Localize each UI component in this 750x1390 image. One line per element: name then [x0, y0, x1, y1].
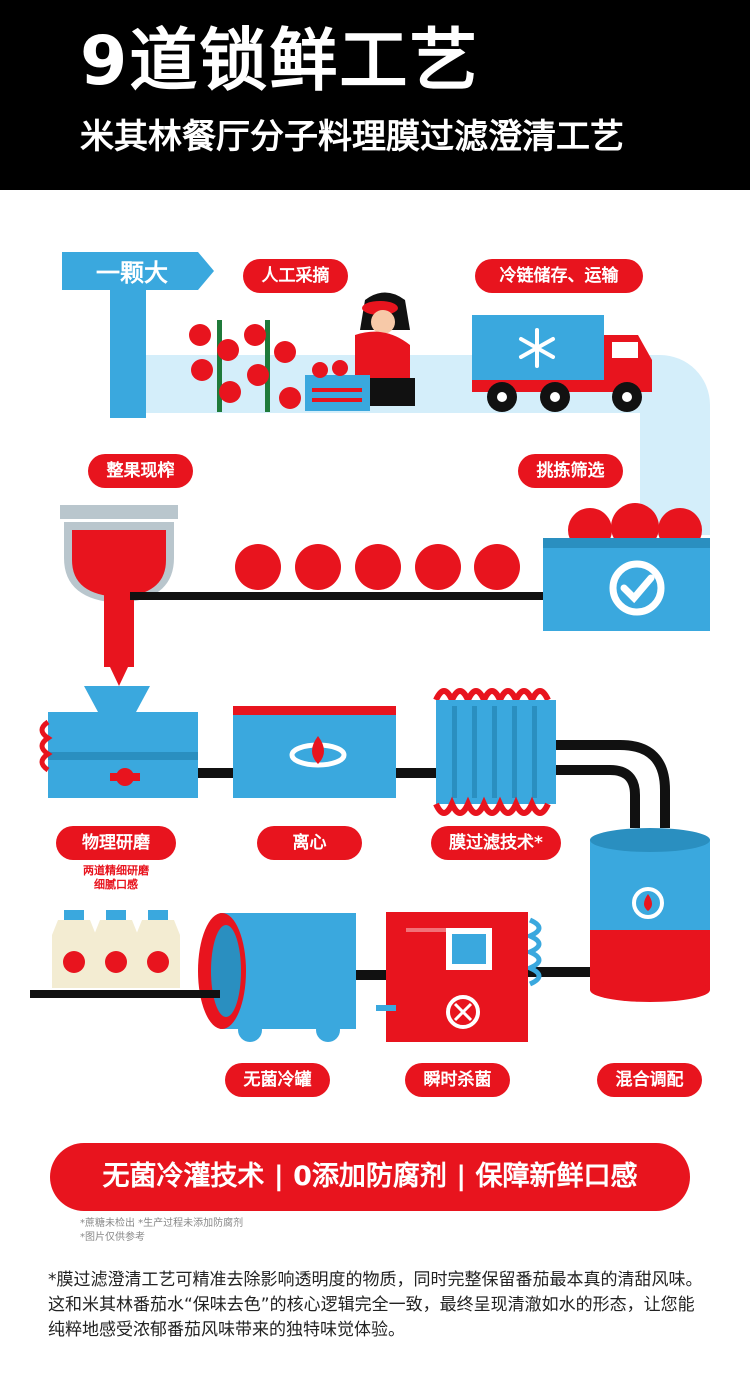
page-subtitle: 米其林餐厅分子料理膜过滤澄清工艺 — [80, 117, 624, 157]
pipe — [556, 740, 670, 828]
step-centrifuge: 离心 — [257, 826, 362, 860]
step-grinding: 物理研磨 — [56, 826, 176, 860]
tomato-row-icon — [235, 544, 520, 590]
signpost-icon — [62, 252, 214, 418]
conveyor-belt — [130, 592, 560, 600]
sorting-box-icon — [543, 503, 710, 631]
step-mixing: 混合调配 — [597, 1063, 702, 1097]
grinder-icon — [39, 686, 198, 798]
footnote: *蔗糖未检出 *生产过程未添加防腐剂 — [80, 1218, 244, 1229]
conveyor-belt — [30, 990, 220, 998]
tomato-plant-icon — [189, 320, 301, 412]
grinding-note: 两道精细研磨 细腻口感 — [60, 864, 172, 892]
step-sterile-tank: 无菌冷罐 — [225, 1063, 330, 1097]
pipe — [396, 768, 436, 778]
pipe — [356, 970, 386, 980]
checkmark-icon — [609, 560, 665, 616]
pipe — [528, 967, 590, 977]
description-paragraph: *膜过滤澄清工艺可精准去除影响透明度的物质，同时完整保留番茄最本真的清甜风味。这… — [48, 1270, 703, 1340]
process-diagram: 一颗大 — [30, 252, 710, 1042]
header-banner: 9道锁鲜工艺 米其林餐厅分子料理膜过滤澄清工艺 — [0, 0, 750, 190]
centrifuge-icon — [233, 706, 396, 798]
step-picking: 人工采摘 — [243, 259, 348, 293]
pipe — [198, 768, 236, 778]
sterile-tank-icon — [198, 913, 356, 1042]
signpost-label: 一颗大 — [96, 259, 168, 287]
footnote: *图片仅供参考 — [80, 1232, 145, 1243]
truck-icon — [472, 315, 652, 412]
mixing-tank-icon — [590, 828, 710, 1002]
farmer-icon — [305, 292, 415, 411]
snowflake-icon — [519, 328, 555, 368]
step-juicing: 整果现榨 — [88, 454, 193, 488]
flash-sterilizer-icon — [376, 912, 542, 1042]
page-title: 9道锁鲜工艺 — [80, 22, 480, 101]
juicer-icon — [60, 505, 178, 686]
step-sorting: 挑拣筛选 — [518, 454, 623, 488]
step-membrane: 膜过滤技术* — [431, 826, 561, 860]
step-flash: 瞬时杀菌 — [405, 1063, 510, 1097]
feature-banner: 无菌冷灌技术 | 0添加防腐剂 | 保障新鲜口感 — [50, 1143, 690, 1211]
membrane-filter-icon — [433, 688, 556, 816]
bottle-icon — [52, 910, 180, 988]
footnotes: *蔗糖未检出 *生产过程未添加防腐剂 *图片仅供参考 — [80, 1217, 243, 1245]
grinding-note-text: 两道精细研磨 细腻口感 — [83, 864, 149, 891]
step-coldchain: 冷链储存、运输 — [475, 259, 643, 293]
